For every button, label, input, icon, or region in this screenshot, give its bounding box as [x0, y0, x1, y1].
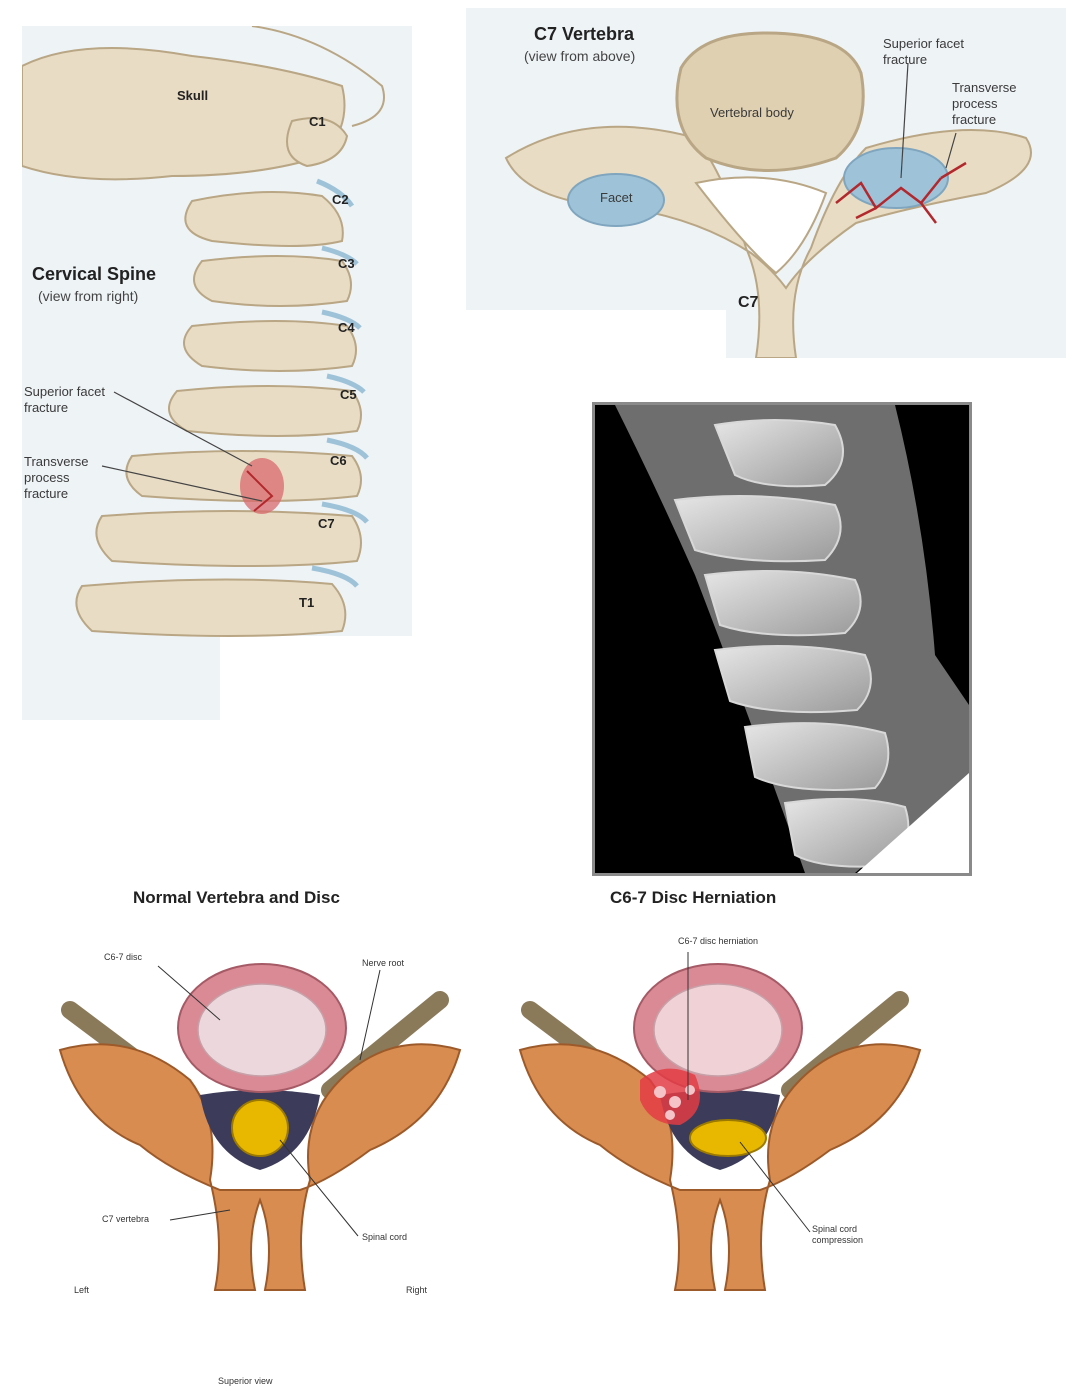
level-c5: C5	[340, 387, 357, 403]
level-c4: C4	[338, 320, 355, 336]
spinal-cord-label: Spinal cord	[362, 1232, 407, 1243]
c7-vertebra-label: C7 vertebra	[102, 1214, 149, 1225]
nerve-root-label: Nerve root	[362, 958, 404, 969]
vertebral-body-label: Vertebral body	[710, 105, 794, 121]
level-t1: T1	[299, 595, 314, 611]
right-label: Right	[406, 1285, 427, 1296]
superior-view-label: Superior view	[218, 1376, 273, 1387]
herniation-label: C6-7 disc herniation	[678, 936, 758, 947]
herniation-illustration	[500, 880, 940, 1392]
spine-transverse-fracture-label: Transverse process fracture	[24, 454, 89, 502]
c7-vertebra-panel: C7 Vertebra (view from above) Vertebral …	[466, 8, 1066, 358]
c7-facet-fracture-label: Superior facet fracture	[883, 36, 964, 68]
level-c2: C2	[332, 192, 349, 208]
spine-title: Cervical Spine	[32, 264, 156, 285]
level-c6: C6	[330, 453, 347, 469]
normal-disc-panel: Normal Vertebra and Disc C6-7 disc Nerve…	[40, 880, 480, 1392]
xray-panel	[592, 402, 972, 876]
cervical-spine-panel: Skull Cervical Spine (view from right) C…	[22, 26, 412, 720]
herniation-panel: C6-7 Disc Herniation C6-7 disc herniatio…	[500, 880, 940, 1392]
spine-subtitle: (view from right)	[38, 288, 138, 304]
c7-level-label: C7	[738, 295, 758, 311]
level-c7: C7	[318, 516, 335, 532]
skull-label: Skull	[177, 88, 208, 104]
facet-label: Facet	[600, 190, 633, 206]
c7-title: C7 Vertebra	[534, 24, 634, 45]
level-c1: C1	[309, 114, 326, 130]
cervical-spine-illustration	[22, 26, 412, 720]
spine-facet-fracture-label: Superior facet fracture	[24, 384, 105, 416]
left-label: Left	[74, 1285, 89, 1296]
normal-disc-label: C6-7 disc	[104, 952, 142, 963]
c7-subtitle: (view from above)	[524, 48, 635, 64]
compression-label: Spinal cord compression	[812, 1224, 863, 1246]
level-c3: C3	[338, 256, 355, 272]
c7-transverse-fracture-label: Transverse process fracture	[952, 80, 1017, 128]
xray-image	[595, 405, 969, 873]
